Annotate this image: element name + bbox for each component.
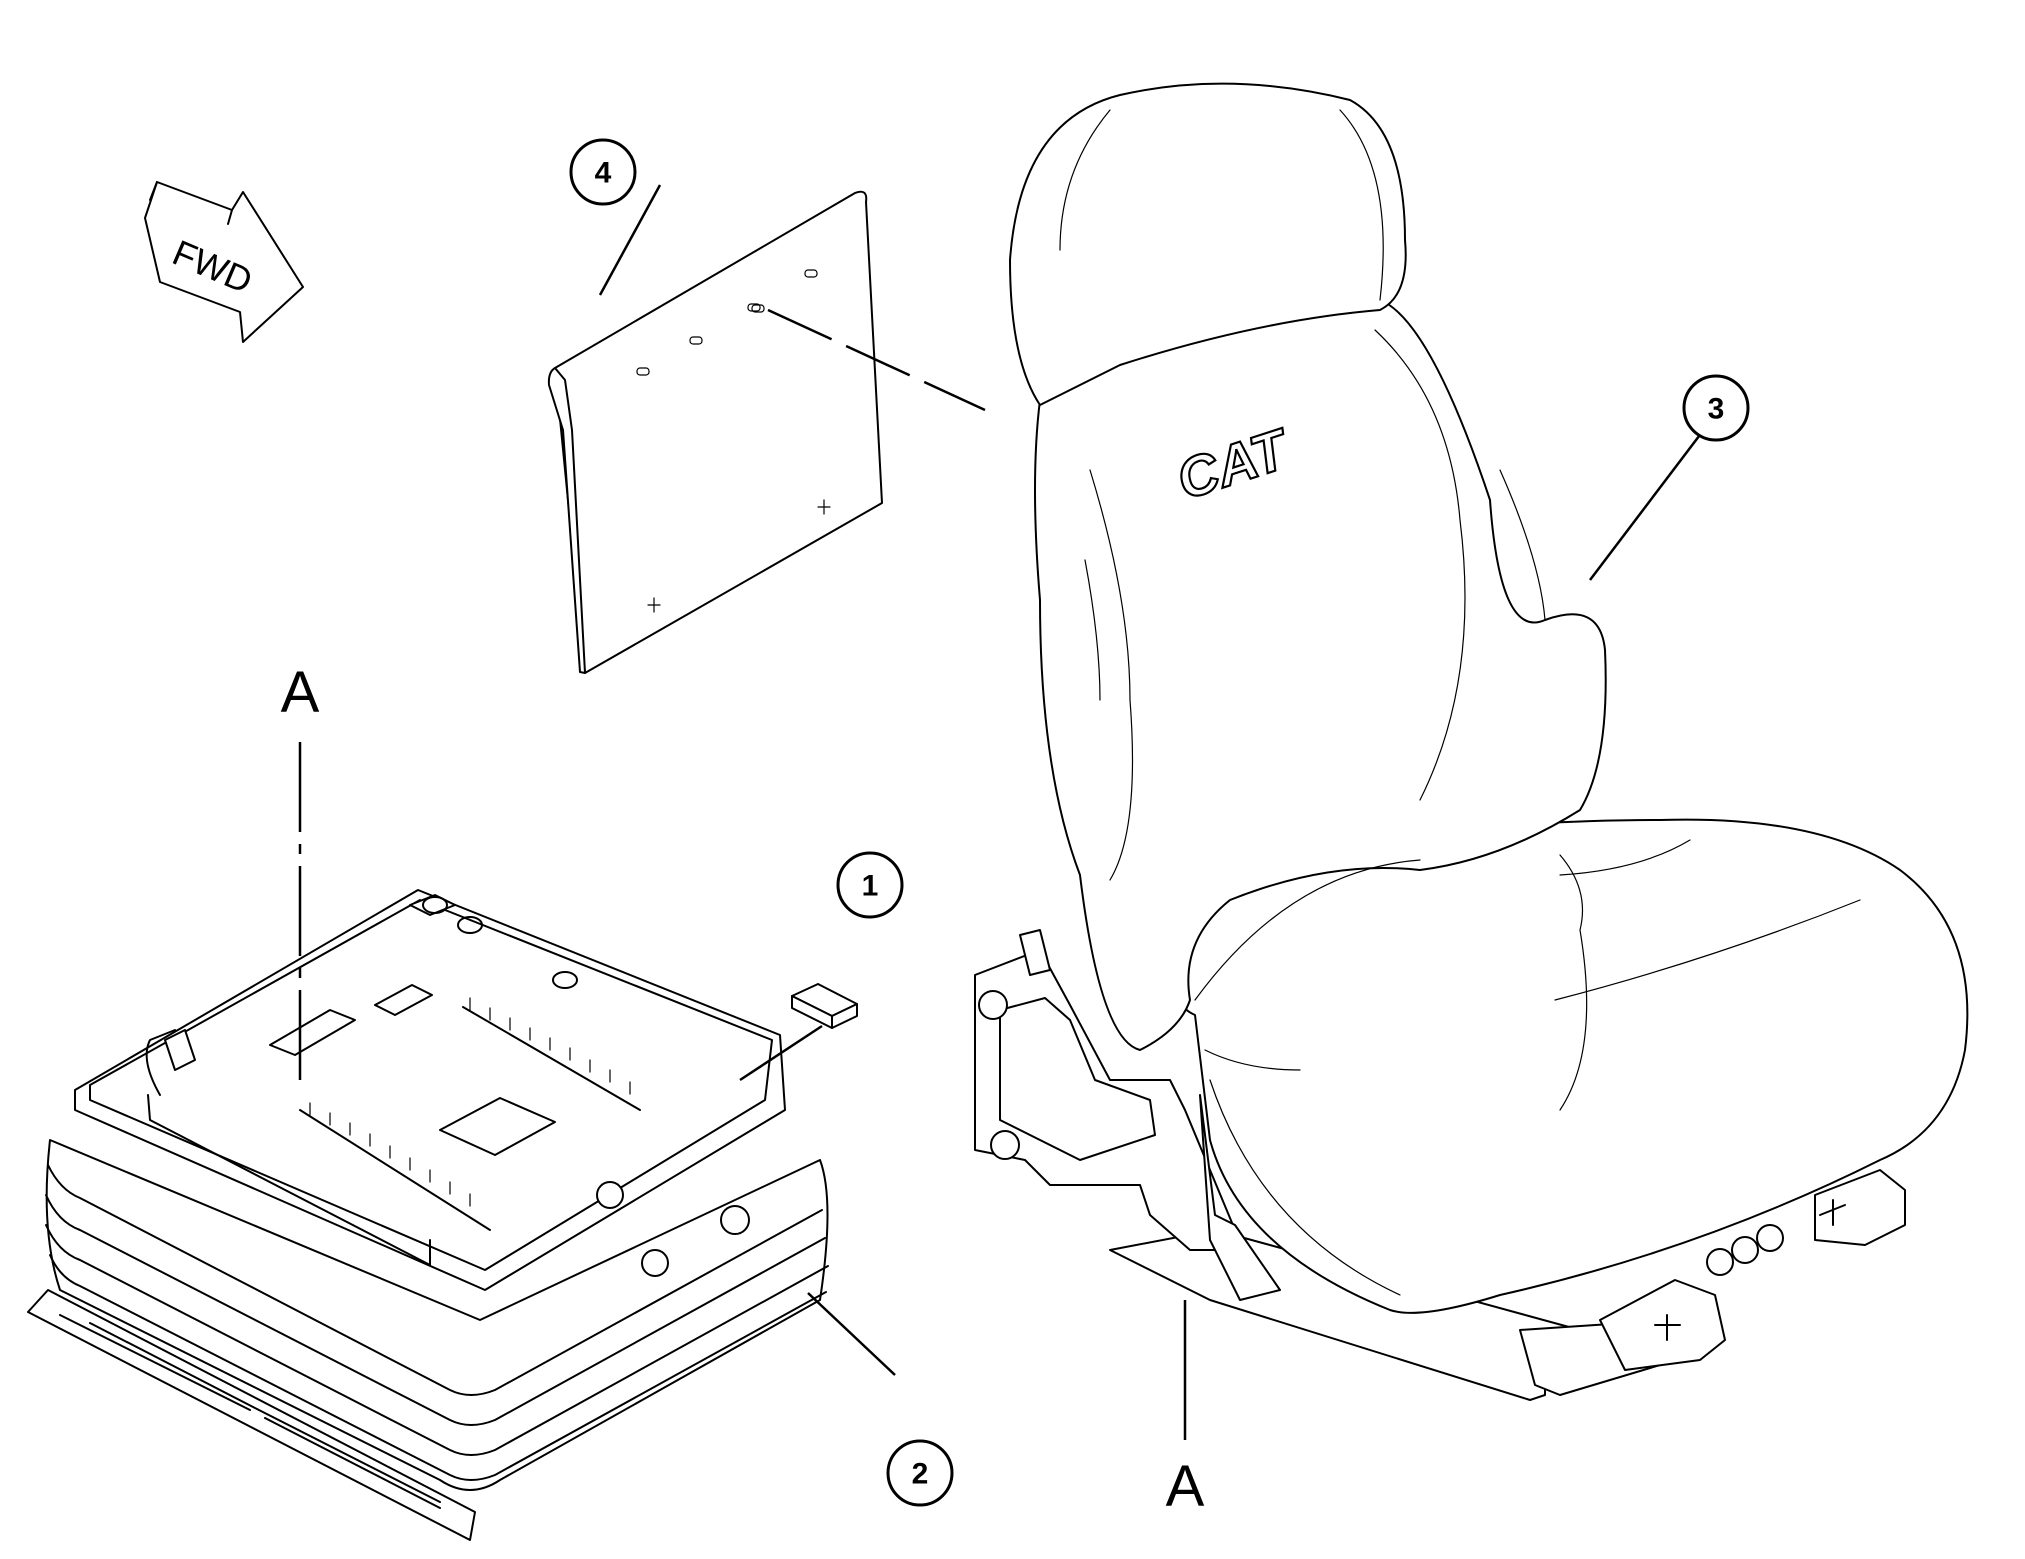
clip-leader-line bbox=[739, 1024, 823, 1082]
callout-1-number: 1 bbox=[862, 870, 879, 903]
seat-suspension-part-2 bbox=[27, 889, 829, 1541]
seat-assembly-part-3: CAT bbox=[974, 82, 1969, 1401]
leader-3 bbox=[1589, 414, 1716, 581]
callout-4: 4 bbox=[569, 138, 637, 206]
callout-3: 3 bbox=[1682, 374, 1750, 442]
attachment-dashed-line bbox=[767, 308, 986, 412]
forward-direction-arrow-icon: FWD bbox=[144, 181, 304, 343]
callout-2-number: 2 bbox=[912, 1458, 929, 1491]
back-panel-part-4 bbox=[547, 190, 883, 674]
callout-2: 2 bbox=[886, 1439, 954, 1507]
callout-1: 1 bbox=[836, 851, 904, 919]
clip-part-1 bbox=[791, 983, 858, 1029]
view-label-a-bottom: A bbox=[1166, 1454, 1205, 1519]
callout-4-number: 4 bbox=[595, 157, 612, 190]
view-label-a-top: A bbox=[281, 660, 320, 725]
callout-3-number: 3 bbox=[1708, 393, 1725, 426]
leader-4 bbox=[598, 184, 662, 296]
leader-2 bbox=[807, 1292, 896, 1376]
